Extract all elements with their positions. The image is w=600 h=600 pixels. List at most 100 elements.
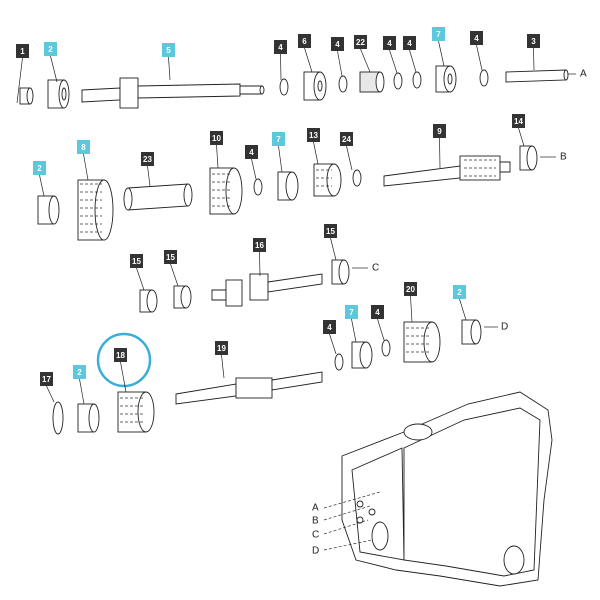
callout-l5[interactable]: 5 xyxy=(162,43,175,57)
callout-l2a[interactable]: 2 xyxy=(44,42,57,56)
part-15-c[interactable] xyxy=(331,259,350,285)
leader-l16 xyxy=(259,251,261,277)
part-19-shaft[interactable] xyxy=(175,371,323,405)
part-7-a[interactable] xyxy=(435,65,457,93)
callout-box xyxy=(164,250,177,264)
leader-l24 xyxy=(346,145,353,171)
part-1[interactable] xyxy=(19,87,34,105)
part-14[interactable] xyxy=(519,145,538,171)
callout-number: 18 xyxy=(116,351,125,360)
callout-l10[interactable]: 10 xyxy=(210,131,223,145)
part-6[interactable] xyxy=(303,71,327,101)
callout-l8[interactable]: 8 xyxy=(77,140,90,154)
part-4-e[interactable] xyxy=(479,69,489,87)
callout-l4g[interactable]: 4 xyxy=(323,320,336,334)
callout-l1[interactable]: 1 xyxy=(16,44,29,58)
part-10-gear[interactable] xyxy=(209,167,243,215)
callout-l15b[interactable]: 15 xyxy=(164,250,177,264)
row-d xyxy=(52,319,498,435)
callout-l7a[interactable]: 7 xyxy=(432,27,445,41)
callout-number: 4 xyxy=(407,39,412,48)
part-20-gear[interactable] xyxy=(403,321,441,363)
callout-l6[interactable]: 6 xyxy=(298,34,311,48)
callout-box xyxy=(470,31,483,45)
callout-l3[interactable]: 3 xyxy=(527,34,540,48)
callout-l19[interactable]: 19 xyxy=(215,341,228,355)
part-15-b[interactable] xyxy=(173,285,192,309)
callout-box xyxy=(340,132,353,146)
part-2-b[interactable] xyxy=(37,195,60,225)
callout-number: 19 xyxy=(217,344,226,353)
callout-number: 3 xyxy=(531,37,536,46)
part-16-shaft[interactable] xyxy=(211,273,323,307)
callout-l7c[interactable]: 7 xyxy=(345,305,358,319)
callout-l4c[interactable]: 4 xyxy=(383,36,396,50)
part-4-h[interactable] xyxy=(381,339,391,357)
callout-l23[interactable]: 23 xyxy=(141,152,154,166)
highlight-ring xyxy=(96,332,152,388)
part-2-c[interactable] xyxy=(461,319,482,345)
callout-box xyxy=(371,305,384,319)
row-a xyxy=(19,65,576,109)
callout-l4f[interactable]: 4 xyxy=(245,145,258,159)
callout-number: 2 xyxy=(48,45,53,54)
part-18-gear[interactable] xyxy=(117,391,155,433)
callout-number: 23 xyxy=(143,155,152,164)
callout-l4e[interactable]: 4 xyxy=(470,31,483,45)
callout-l14[interactable]: 14 xyxy=(512,114,525,128)
callout-l20[interactable]: 20 xyxy=(404,282,417,296)
callout-l9[interactable]: 9 xyxy=(433,124,446,138)
callout-box xyxy=(162,43,175,57)
callout-l2d[interactable]: 2 xyxy=(73,365,86,379)
part-9-shaft[interactable] xyxy=(383,155,511,187)
callout-number: 1 xyxy=(20,47,25,56)
part-15-a[interactable] xyxy=(139,289,158,313)
part-4-g[interactable] xyxy=(334,353,344,371)
callout-l2b[interactable]: 2 xyxy=(33,161,46,175)
callout-number: 5 xyxy=(166,46,171,55)
leader-l13 xyxy=(313,141,319,165)
callout-l4h[interactable]: 4 xyxy=(371,305,384,319)
leader-l7b xyxy=(278,145,283,173)
part-4-a[interactable] xyxy=(279,78,289,96)
callout-l22[interactable]: 22 xyxy=(354,35,367,49)
part-2-a[interactable] xyxy=(47,79,70,109)
part-17[interactable] xyxy=(52,401,64,435)
callout-l18[interactable]: 18 xyxy=(114,348,127,362)
callout-l16[interactable]: 16 xyxy=(253,238,266,252)
leader-l23 xyxy=(147,165,151,187)
part-4-c[interactable] xyxy=(393,72,403,90)
callout-l17[interactable]: 17 xyxy=(40,372,53,386)
part-4-d[interactable] xyxy=(412,71,422,89)
callout-l24[interactable]: 24 xyxy=(340,132,353,146)
part-8-gear[interactable] xyxy=(77,179,114,241)
callout-l2c[interactable]: 2 xyxy=(453,285,466,299)
callout-l15c[interactable]: 15 xyxy=(324,224,337,238)
part-7-b[interactable] xyxy=(277,171,299,201)
leader-l7c xyxy=(351,318,357,343)
callout-l4b[interactable]: 4 xyxy=(331,37,344,51)
part-7-c[interactable] xyxy=(351,341,373,369)
part-22[interactable] xyxy=(359,71,385,93)
part-5-shaft[interactable] xyxy=(81,77,265,109)
callout-l4d[interactable]: 4 xyxy=(403,36,416,50)
part-4-f[interactable] xyxy=(253,178,263,196)
callout-l7b[interactable]: 7 xyxy=(272,132,285,146)
callout-l15a[interactable]: 15 xyxy=(130,254,143,268)
part-13-gear[interactable] xyxy=(313,163,342,197)
leader-l20 xyxy=(410,295,413,323)
transmission-housing[interactable] xyxy=(341,391,553,587)
part-3[interactable] xyxy=(505,69,569,83)
housing-axis-a: A xyxy=(312,503,319,514)
part-4-b[interactable] xyxy=(338,75,348,93)
callout-number: 24 xyxy=(342,135,351,144)
callout-box xyxy=(512,114,525,128)
part-2-d[interactable] xyxy=(77,403,100,433)
leader-l5 xyxy=(168,56,171,81)
callout-l13[interactable]: 13 xyxy=(307,128,320,142)
callout-l4a[interactable]: 4 xyxy=(274,40,287,54)
callout-box xyxy=(16,44,29,58)
callout-box xyxy=(274,40,287,54)
part-24[interactable] xyxy=(352,169,362,187)
part-23[interactable] xyxy=(123,183,193,211)
